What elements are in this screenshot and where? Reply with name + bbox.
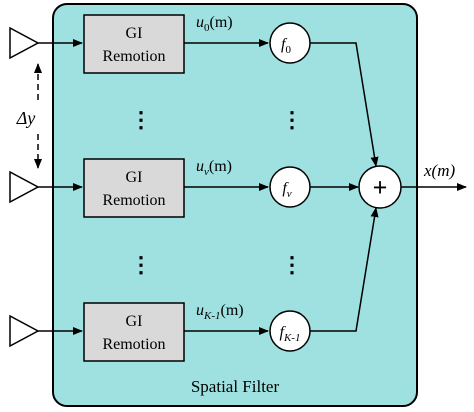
signal-label: uv(m) [196,158,232,178]
sum-node: + [358,165,402,209]
block-label-line1: GI [126,313,143,330]
spatial-filter-label: Spatial Filter [191,377,280,396]
ellipsis-dots: ⋮ [281,107,303,132]
sum-input-arrow [310,42,379,167]
output-label: x(m) [423,161,455,180]
ellipsis-dots: ⋮ [130,252,152,277]
block-label-line2: Remotion [102,192,165,209]
gi-remotion-block: GI Remotion [83,14,185,74]
svg-text:f0: f0 [281,36,291,56]
antenna-icon [9,314,40,348]
ellipsis-dots: ⋮ [281,252,303,277]
ellipsis-dots: ⋮ [130,107,152,132]
gi-remotion-block: GI Remotion [83,158,185,218]
filter-node: f0 [269,22,311,64]
signal-label: uK-1(m) [196,302,244,322]
antenna-icon [9,170,40,204]
block-label-line2: Remotion [102,48,165,65]
block-label-line2: Remotion [102,336,165,353]
svg-text:fK-1: fK-1 [280,324,301,344]
filter-node: fv [269,166,311,208]
delta-y-label: Δy [16,108,36,128]
gi-remotion-block: GI Remotion [83,302,185,362]
block-label-line1: GI [126,169,143,186]
sum-input-arrow [310,207,379,332]
antenna-icon [9,26,40,60]
svg-text:fv: fv [282,180,291,200]
sum-symbol: + [373,173,388,202]
signal-label: u0(m) [196,14,233,34]
block-label-line1: GI [126,25,143,42]
filter-node: fK-1 [269,310,311,352]
